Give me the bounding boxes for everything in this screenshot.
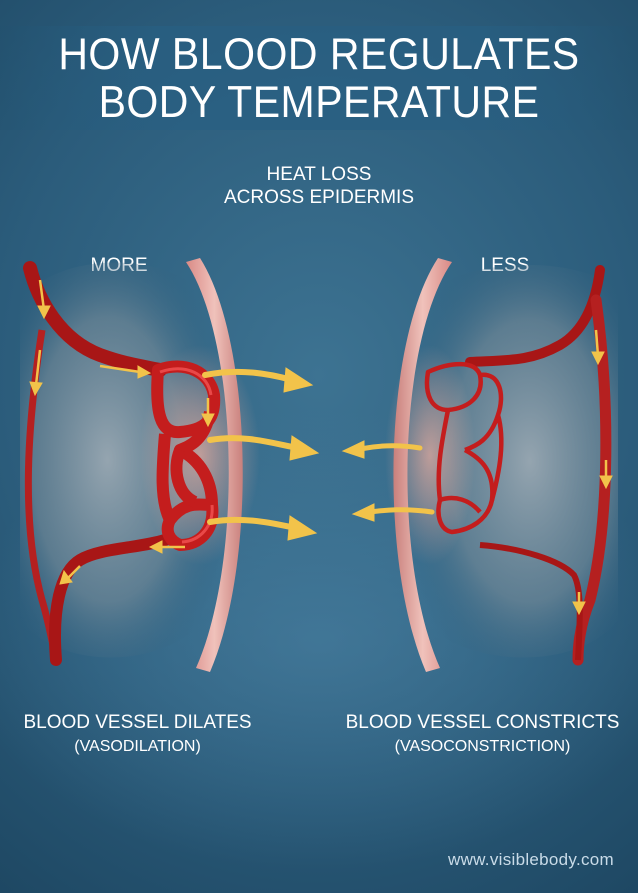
left-heat-arrows: [202, 367, 320, 541]
website-url: www.visiblebody.com: [448, 850, 614, 869]
vasoconstriction-sublabel: (VASOCONSTRICTION): [394, 738, 571, 755]
left-capillary-highlight: [159, 367, 214, 544]
heat-loss-line-1: HEAT LOSS: [266, 164, 372, 185]
right-epidermis: [393, 258, 452, 672]
vasodilation-label: BLOOD VESSEL DILATES: [23, 712, 252, 733]
vasoconstriction-label: BLOOD VESSEL CONSTRICTS: [345, 712, 620, 733]
left-capillary-network: [151, 360, 221, 551]
vasodilation-sublabel: (VASODILATION): [74, 738, 201, 755]
right-flow-arrows: [572, 329, 613, 616]
left-flow-arrows: [29, 279, 215, 585]
left-artery-in: [23, 261, 167, 377]
heat-loss-line-2: ACROSS EPIDERMIS: [223, 187, 415, 208]
left-epidermis: [186, 258, 243, 672]
right-vein-out: [479, 542, 583, 661]
title-band: [0, 26, 638, 130]
left-vein-out: [49, 534, 171, 666]
heat-loss-caption: HEAT LOSS ACROSS EPIDERMIS: [169, 163, 469, 209]
left-tissue-group: [20, 258, 320, 672]
title-line-2: BODY TEMPERATURE: [98, 77, 540, 127]
right-capillary-network: [424, 361, 504, 535]
right-tissue-group: [341, 258, 618, 672]
title-line-1: HOW BLOOD REGULATES: [58, 29, 580, 79]
right-heat-arrows: [341, 440, 435, 522]
